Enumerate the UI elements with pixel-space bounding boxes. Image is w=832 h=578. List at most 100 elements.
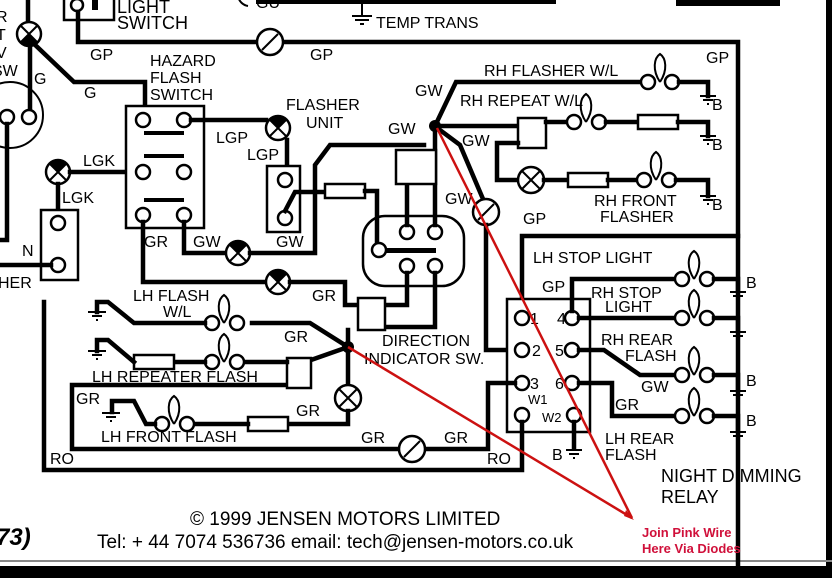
ground-icon xyxy=(102,412,120,422)
wire-lh-flash-ground xyxy=(94,299,208,326)
frame-right xyxy=(826,0,832,578)
annotation-line-1 xyxy=(435,127,634,519)
label-b-6: B xyxy=(746,413,757,430)
label-ro-left: RO xyxy=(50,451,74,468)
rh-stop-label-1: RH STOP xyxy=(591,285,662,302)
label-gw-hazard: GW xyxy=(193,234,221,251)
label-gr-rear: GR xyxy=(615,397,639,414)
label-b-relay: B xyxy=(552,447,563,464)
wire-gw-flasher xyxy=(247,142,427,256)
relay-pin-4-label: 4 xyxy=(557,311,566,328)
label-lgk1: LGK xyxy=(83,153,115,170)
wire-lh-rep-ground xyxy=(94,337,138,366)
wire-rh-flasher-ground xyxy=(676,79,711,99)
lh-flash-label-2: W/L xyxy=(163,304,192,321)
flasher-label-2: UNIT xyxy=(306,115,344,132)
ground-icon xyxy=(730,431,746,441)
label-gp-stop: GP xyxy=(542,279,565,296)
label-gu: GU xyxy=(256,0,280,12)
wire-gr-bottom-left xyxy=(69,382,402,452)
label-gr-lh1: GR xyxy=(284,329,308,346)
footer-copyright: © 1999 JENSEN MOTORS LIMITED xyxy=(190,509,500,530)
footer-partial-year: 73) xyxy=(0,524,31,551)
label-rh-repeat-wl: RH REPEAT W/L xyxy=(460,93,583,110)
label-gw-top2: GW xyxy=(388,121,416,138)
relay-pin-1-label: 1 xyxy=(530,311,539,328)
label-gw-flasher: GW xyxy=(276,234,304,251)
label-ro-right: RO xyxy=(487,451,511,468)
label-gr-bottom2: GR xyxy=(444,430,468,447)
hazard-label-3: SWITCH xyxy=(150,87,213,104)
direction-label-1: DIRECTION xyxy=(382,333,470,350)
label-gw-rep: GW xyxy=(462,133,490,150)
wire-gp-left xyxy=(75,9,261,45)
dir-connector-block xyxy=(394,148,438,186)
frame-bottom xyxy=(0,566,832,578)
wire-lh-rep xyxy=(308,344,351,363)
label-g1: G xyxy=(34,71,46,88)
night-dimming-label-1: NIGHT DIMMING xyxy=(661,466,802,486)
ground-icon xyxy=(730,291,746,301)
label-gp-mid: GP xyxy=(310,47,333,64)
gp-connector xyxy=(255,27,285,57)
label-gr-dir: GR xyxy=(312,288,336,305)
wire-resistor-dir xyxy=(362,188,380,253)
label-lh-stop-light: LH STOP LIGHT xyxy=(533,250,653,267)
lh-rear-label-1: LH REAR xyxy=(605,431,674,448)
relay-pin-w2-label: W2 xyxy=(542,410,562,425)
lgk-box-terminal-1 xyxy=(49,214,67,232)
light-switch-label-1: LIGHT xyxy=(117,0,170,17)
left-partial-t: T xyxy=(0,27,6,44)
resistor-flasher xyxy=(323,182,367,200)
wire-lh-stop-ground xyxy=(711,276,741,293)
label-her: HER xyxy=(0,275,32,292)
label-gp-left: GP xyxy=(90,47,113,64)
lh-rear-label-2: FLASH xyxy=(605,447,657,464)
resistor-lh-rep xyxy=(132,353,176,371)
ground-icon xyxy=(700,135,716,145)
left-partial-v: V xyxy=(0,45,7,62)
wire-gw-rep xyxy=(494,140,521,183)
top-bar xyxy=(256,0,556,4)
ground-icon xyxy=(88,350,106,360)
label-gp-right: GP xyxy=(706,50,729,67)
wire-rh-repeat-ground xyxy=(675,119,711,139)
wire-gr-dir xyxy=(287,279,361,308)
flasher-terminal-1 xyxy=(276,171,294,189)
annotation-text-2: Here Via Diodes xyxy=(642,541,741,556)
flasher-unit-lamp-icon xyxy=(264,114,292,142)
flasher-label-1: FLASHER xyxy=(286,97,360,114)
relay-pin-6-label: 6 xyxy=(555,376,564,393)
rh-rear-label-2: FLASH xyxy=(625,348,677,365)
label-n: N xyxy=(22,243,34,260)
label-lgp1: LGP xyxy=(216,130,248,147)
footer-contact: Tel: + 44 7074 536736 email: tech@jensen… xyxy=(97,532,574,553)
lgk-lamp-icon xyxy=(44,158,72,186)
label-b-5: B xyxy=(746,373,757,390)
lh-flash-wl-bulb-icon xyxy=(203,293,246,332)
wire-gr-bottom-right xyxy=(422,380,518,452)
left-partial-r: R xyxy=(0,9,8,26)
dir-plug xyxy=(356,296,387,332)
rh-front-label-1: RH FRONT xyxy=(594,193,677,210)
relay-pin-1 xyxy=(513,309,531,327)
annotation-line-2 xyxy=(347,345,633,520)
label-gr-lh3: GR xyxy=(296,403,320,420)
hazard-warning-lamp-icon xyxy=(224,239,252,267)
rh-rear-label-1: RH REAR xyxy=(601,332,673,349)
wire-g-hazard xyxy=(26,36,148,113)
label-lh-front-flash: LH FRONT FLASH xyxy=(101,429,237,446)
ground-icon xyxy=(700,95,716,105)
wire-gw-hazard xyxy=(181,219,229,256)
annotation-text-1: Join Pink Wire xyxy=(642,525,731,540)
wire-rh-rear-ground xyxy=(711,372,741,392)
ground-icon xyxy=(88,311,106,321)
label-b-3: B xyxy=(712,197,723,214)
wire-rh-front-ground xyxy=(673,177,711,199)
ground-icon xyxy=(566,449,582,459)
frame-bottom-shadow xyxy=(0,560,832,562)
rh-front-label-2: FLASHER xyxy=(600,209,674,226)
gw-connector xyxy=(471,197,501,227)
wire-gw-side xyxy=(436,126,489,209)
